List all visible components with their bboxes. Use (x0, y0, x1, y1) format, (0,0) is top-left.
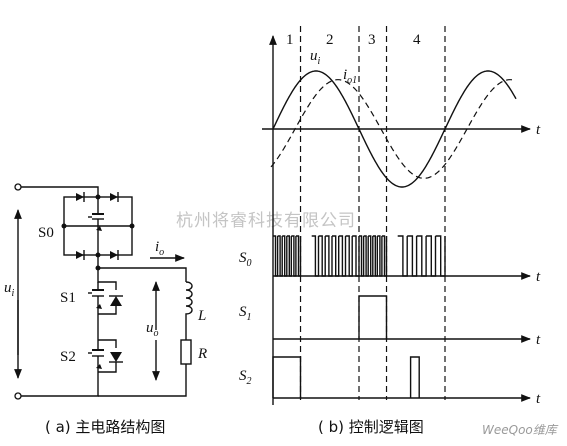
switch-s2 (88, 339, 123, 373)
diode-icon (110, 193, 118, 201)
caption-a: ( a) 主电路结构图 (45, 418, 165, 436)
caption-b: ( b) 控制逻辑图 (318, 418, 424, 436)
s2-time-label: t (536, 391, 541, 407)
s1-trace (358, 295, 388, 339)
input-voltage-wave-label: ui (310, 48, 321, 67)
main-circuit: ui S0 (4, 183, 207, 400)
s0-time-label: t (536, 269, 541, 285)
output-voltage-label: uo (146, 320, 159, 339)
inductor-label: L (197, 308, 206, 324)
s0-pwm-trace (273, 235, 446, 277)
wave-time-label: t (536, 122, 541, 138)
weeqoo-logo: WeeQoo维库 (482, 423, 559, 437)
switch-s0-bridge (61, 192, 135, 260)
interval-boundaries (299, 26, 446, 400)
output-current-wave-label: io1 (343, 67, 357, 86)
input-terminal-bottom (14, 392, 22, 400)
s0-signal-label: S0 (239, 250, 252, 269)
interval-label-1: 1 (286, 32, 294, 48)
diode-icon (76, 193, 84, 201)
watermark: 杭州将睿科技有限公司 (176, 211, 356, 231)
switch-s2-label: S2 (60, 349, 76, 365)
switch-s0-label: S0 (38, 225, 54, 241)
resistor-label: R (197, 346, 207, 362)
interval-label-4: 4 (413, 32, 421, 48)
switch-s1-label: S1 (60, 290, 76, 306)
output-current-wave (270, 79, 513, 179)
s1-signal-label: S1 (239, 304, 252, 323)
s1-time-label: t (536, 332, 541, 348)
diode-icon (110, 296, 122, 306)
resistor-symbol (180, 339, 192, 365)
input-voltage-wave (272, 70, 517, 188)
output-current-label: io (155, 239, 164, 258)
diode-icon (76, 251, 84, 259)
input-terminal-top (14, 183, 22, 191)
interval-label-2: 2 (326, 32, 334, 48)
switch-s1 (88, 268, 123, 315)
interval-label-3: 3 (368, 32, 376, 48)
diode-icon (110, 251, 118, 259)
s2-trace (272, 356, 420, 398)
diode-icon (110, 352, 122, 362)
input-voltage-label: ui (4, 280, 15, 299)
timing-diagram: 1 2 3 4 t ui io1 t S0 t S1 t S2 (239, 26, 541, 407)
inductor-coil (185, 281, 193, 340)
s2-signal-label: S2 (239, 368, 252, 387)
